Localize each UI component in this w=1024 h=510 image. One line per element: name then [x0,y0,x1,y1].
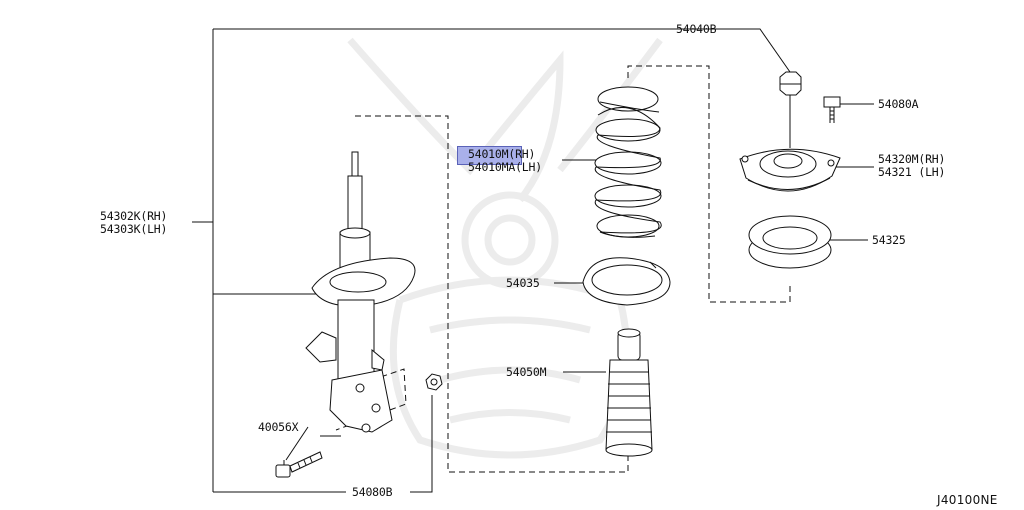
lower-bolt-shape [275,451,323,478]
label-spring-rh[interactable]: 54010M(RH) [468,147,536,161]
highlight-spring [457,146,522,165]
lower-nut-shape [425,373,443,391]
watermark-emblem [347,37,663,459]
label-upper-nut: 54040B [676,22,717,36]
spring-seat-shape [582,257,671,306]
upper-nut-shape [779,71,802,148]
label-spring-lh[interactable]: 54010MA(LH) [468,160,542,174]
label-bound-bumper: 54050M [506,365,547,379]
dashed-guides [333,65,791,473]
diagram-code: J40100NE [937,493,998,507]
label-strut-rh: 54302K(RH) [100,209,168,223]
bearing-shape [748,215,832,269]
label-strut-lh: 54303K(LH) [100,222,168,236]
coil-spring-shape [594,86,662,238]
label-mount-lh: 54321 (LH) [878,165,946,179]
strut-mount-shape [739,148,841,192]
bound-bumper-shape [605,328,653,457]
label-spring-seat: 54035 [506,276,540,290]
strut-assembly-shape [305,151,416,433]
label-lower-bolt: 40056X [258,420,299,434]
label-mount-rh: 54320M(RH) [878,152,946,166]
label-mount-bolt: 54080A [878,97,919,111]
leader-lines [192,28,874,493]
label-lower-nut: 54080B [352,485,393,499]
mount-bolt-shape [823,96,841,123]
label-bearing: 54325 [872,233,906,247]
